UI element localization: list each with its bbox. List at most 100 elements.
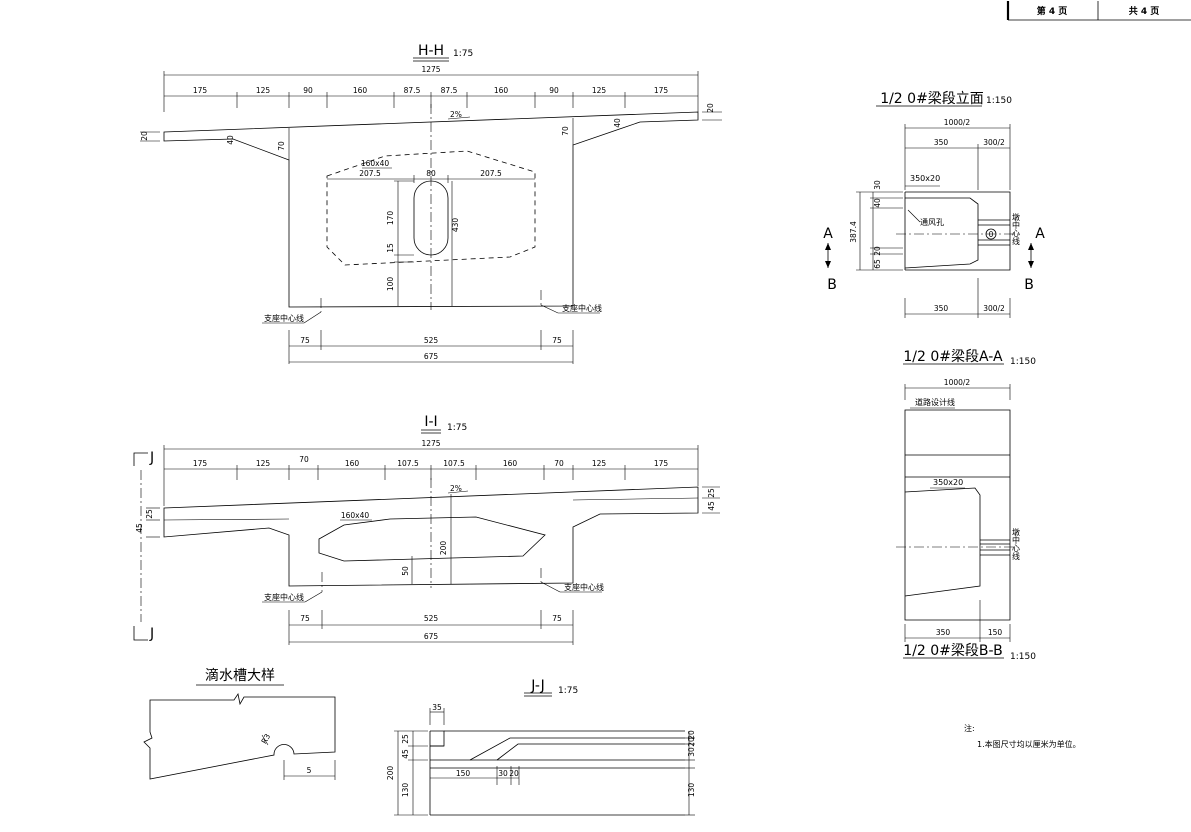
jj-dim-150: 150 [456,769,471,778]
section-hh-scale: 1:75 [453,49,473,59]
jj-dim-20a: 20 [509,769,519,778]
ii-dim-10: 175 [654,459,669,468]
seg-elev-cut-b-left: B [827,277,837,293]
ii-slope: 2% [450,484,462,493]
seg-aa-scale: 1:150 [1010,357,1036,367]
seg-bb-title: 1/2 0#梁段B-B [903,643,1002,659]
seg-elev-vert-40: 40 [873,198,882,208]
hh-chamfer: 160x40 [361,159,390,168]
hh-haunch-left2: 70 [277,141,286,151]
seg-elev-vert-20: 20 [873,246,882,256]
ii-right-45: 45 [707,501,716,511]
hh-bearing-right: 支座中心线 [562,303,602,313]
hh-bot-total: 675 [424,352,439,361]
hh-dim-6: 87.5 [441,86,458,95]
jj-dim-200: 200 [386,766,395,781]
seg-elev-top-300: 300/2 [983,138,1005,147]
section-hh: H-H 1:75 1275 175 125 90 160 87.5 87.5 1… [140,43,722,364]
hh-bot-dim-2: 525 [424,336,439,345]
notes: 注: 1.本图尺寸均以厘米为单位。 [964,723,1081,749]
ii-left-45: 45 [135,523,144,533]
ii-dim-9: 125 [592,459,607,468]
section-ii-scale: 1:75 [447,423,467,433]
hh-edge-right: 20 [706,103,715,113]
jj-dim-20c: 20 [687,737,696,747]
seg-elev-vert-65: 65 [873,259,882,269]
hh-dim-10: 175 [654,86,669,95]
hh-dim-7: 160 [494,86,509,95]
section-hh-title: H-H [418,43,444,59]
seg-aa-bot-350: 350 [936,628,951,637]
seg-elev-scale: 1:150 [986,96,1012,106]
hh-vert-15: 15 [386,243,395,253]
hh-edge-left: 20 [140,131,149,141]
hh-slope: 2% [450,110,462,119]
segment-elevation: 1/2 0#梁段立面 1:150 1000/2 350 300/2 0 350x… [823,91,1045,318]
ii-bot-dim-2: 525 [424,614,439,623]
section-ii-title: I-I [424,414,437,430]
section-jj: J-J 1:75 35 200 25 45 130 150 30 [386,678,696,816]
ii-dim-3: 70 [299,455,309,464]
ii-vert-50: 50 [401,566,410,576]
jj-dim-130b: 130 [687,783,696,798]
hh-dim-5: 87.5 [404,86,421,95]
notes-line-1: 1.本图尺寸均以厘米为单位。 [977,739,1081,749]
ii-dim-6: 107.5 [443,459,465,468]
drip-dim-5: 5 [307,766,312,775]
seg-elev-top-350: 350 [934,138,949,147]
hh-vert-430: 430 [451,218,460,233]
hh-dim-2: 125 [256,86,271,95]
ii-right-25: 25 [707,488,716,498]
hh-haunch-right: 40 [613,118,622,128]
hh-dim-3: 90 [303,86,313,95]
page-total-label: 共 4 页 [1129,5,1160,17]
jj-dim-30a: 30 [498,769,508,778]
hh-vert-170: 170 [386,211,395,226]
jj-dim-20b: 20 [687,730,696,740]
hh-inner-left: 207.5 [359,169,381,178]
seg-aa-bot-150: 150 [988,628,1003,637]
seg-aa-chamfer: 350x20 [933,478,963,487]
page-number-box: 第 4 页 共 4 页 [1006,1,1191,21]
seg-elev-bot-350: 350 [934,304,949,313]
hh-bot-dim-3: 75 [552,336,562,345]
seg-elev-vert-30: 30 [873,180,882,190]
section-ii: I-I 1:75 1275 175 125 70 160 107.5 107.5… [133,414,720,645]
ii-chamfer: 160x40 [341,511,370,520]
seg-elev-pier: 墩中心线 [1012,212,1021,245]
hh-dim-1: 175 [193,86,208,95]
hh-bearing-left: 支座中心线 [264,313,304,323]
seg-elev-vent: 通风孔 [920,217,944,227]
hh-total-dim: 1275 [421,65,440,74]
drip-detail-title: 滴水槽大样 [205,667,275,684]
hh-inner-right: 207.5 [480,169,502,178]
seg-elev-vert-387: 387.4 [849,221,858,243]
section-jj-scale: 1:75 [558,686,578,696]
jj-dim-25: 25 [401,734,410,744]
notes-heading: 注: [964,723,975,733]
section-jj-title: J-J [530,678,545,694]
ii-bot-dim-1: 75 [300,614,310,623]
seg-elev-bot-300: 300/2 [983,304,1005,313]
ii-bearing-right: 支座中心线 [564,582,604,592]
hh-bot-dim-1: 75 [300,336,310,345]
seg-elev-title: 1/2 0#梁段立面 [880,91,984,107]
ii-dim-1: 175 [193,459,208,468]
hh-haunch-right2: 70 [561,126,570,136]
seg-elev-chamfer: 350x20 [910,174,940,183]
ii-dim-4: 160 [345,459,360,468]
jj-dim-45: 45 [401,749,410,759]
seg-aa-road-line: 道路设计线 [915,397,955,407]
ii-dim-5: 107.5 [397,459,419,468]
hh-vert-100: 100 [386,277,395,292]
hh-dim-8: 90 [549,86,559,95]
seg-elev-cut-a-right: A [1035,226,1045,242]
seg-elev-cut-b-right: B [1024,277,1034,293]
jj-dim-35: 35 [432,703,442,712]
drip-radius: R3 [259,732,272,745]
ii-dim-7: 160 [503,459,518,468]
seg-aa-title: 1/2 0#梁段A-A [903,349,1003,365]
ii-vert-200: 200 [439,541,448,556]
jj-dim-130: 130 [401,783,410,798]
hh-dim-4: 160 [353,86,368,95]
